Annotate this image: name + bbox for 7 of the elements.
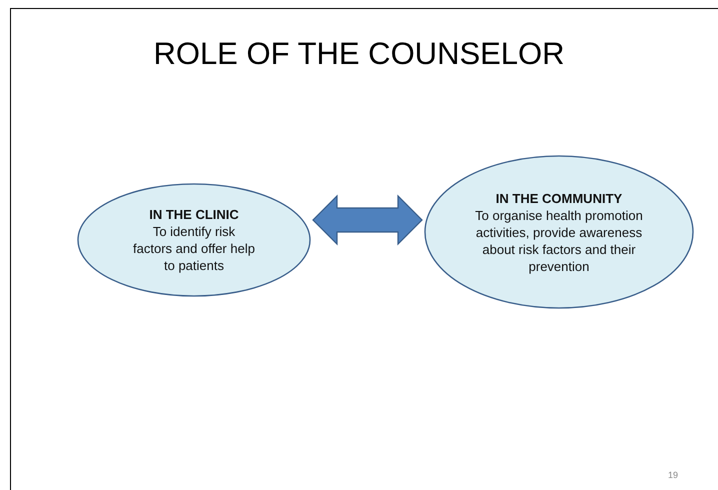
double-arrow: [312, 194, 423, 246]
ellipse-text: To identify risk factors and offer help to patients: [133, 223, 255, 274]
ellipse-heading: IN THE CLINIC: [148, 206, 240, 223]
ellipse-text: To organise health promotion activities, provide awareness about risk factors and their prevention: [475, 206, 643, 274]
slide-title: ROLE OF THE COUNSELOR: [152, 36, 566, 72]
page-number: 19: [668, 470, 678, 480]
ellipse-heading: IN THE COMMUNITY: [494, 190, 624, 206]
